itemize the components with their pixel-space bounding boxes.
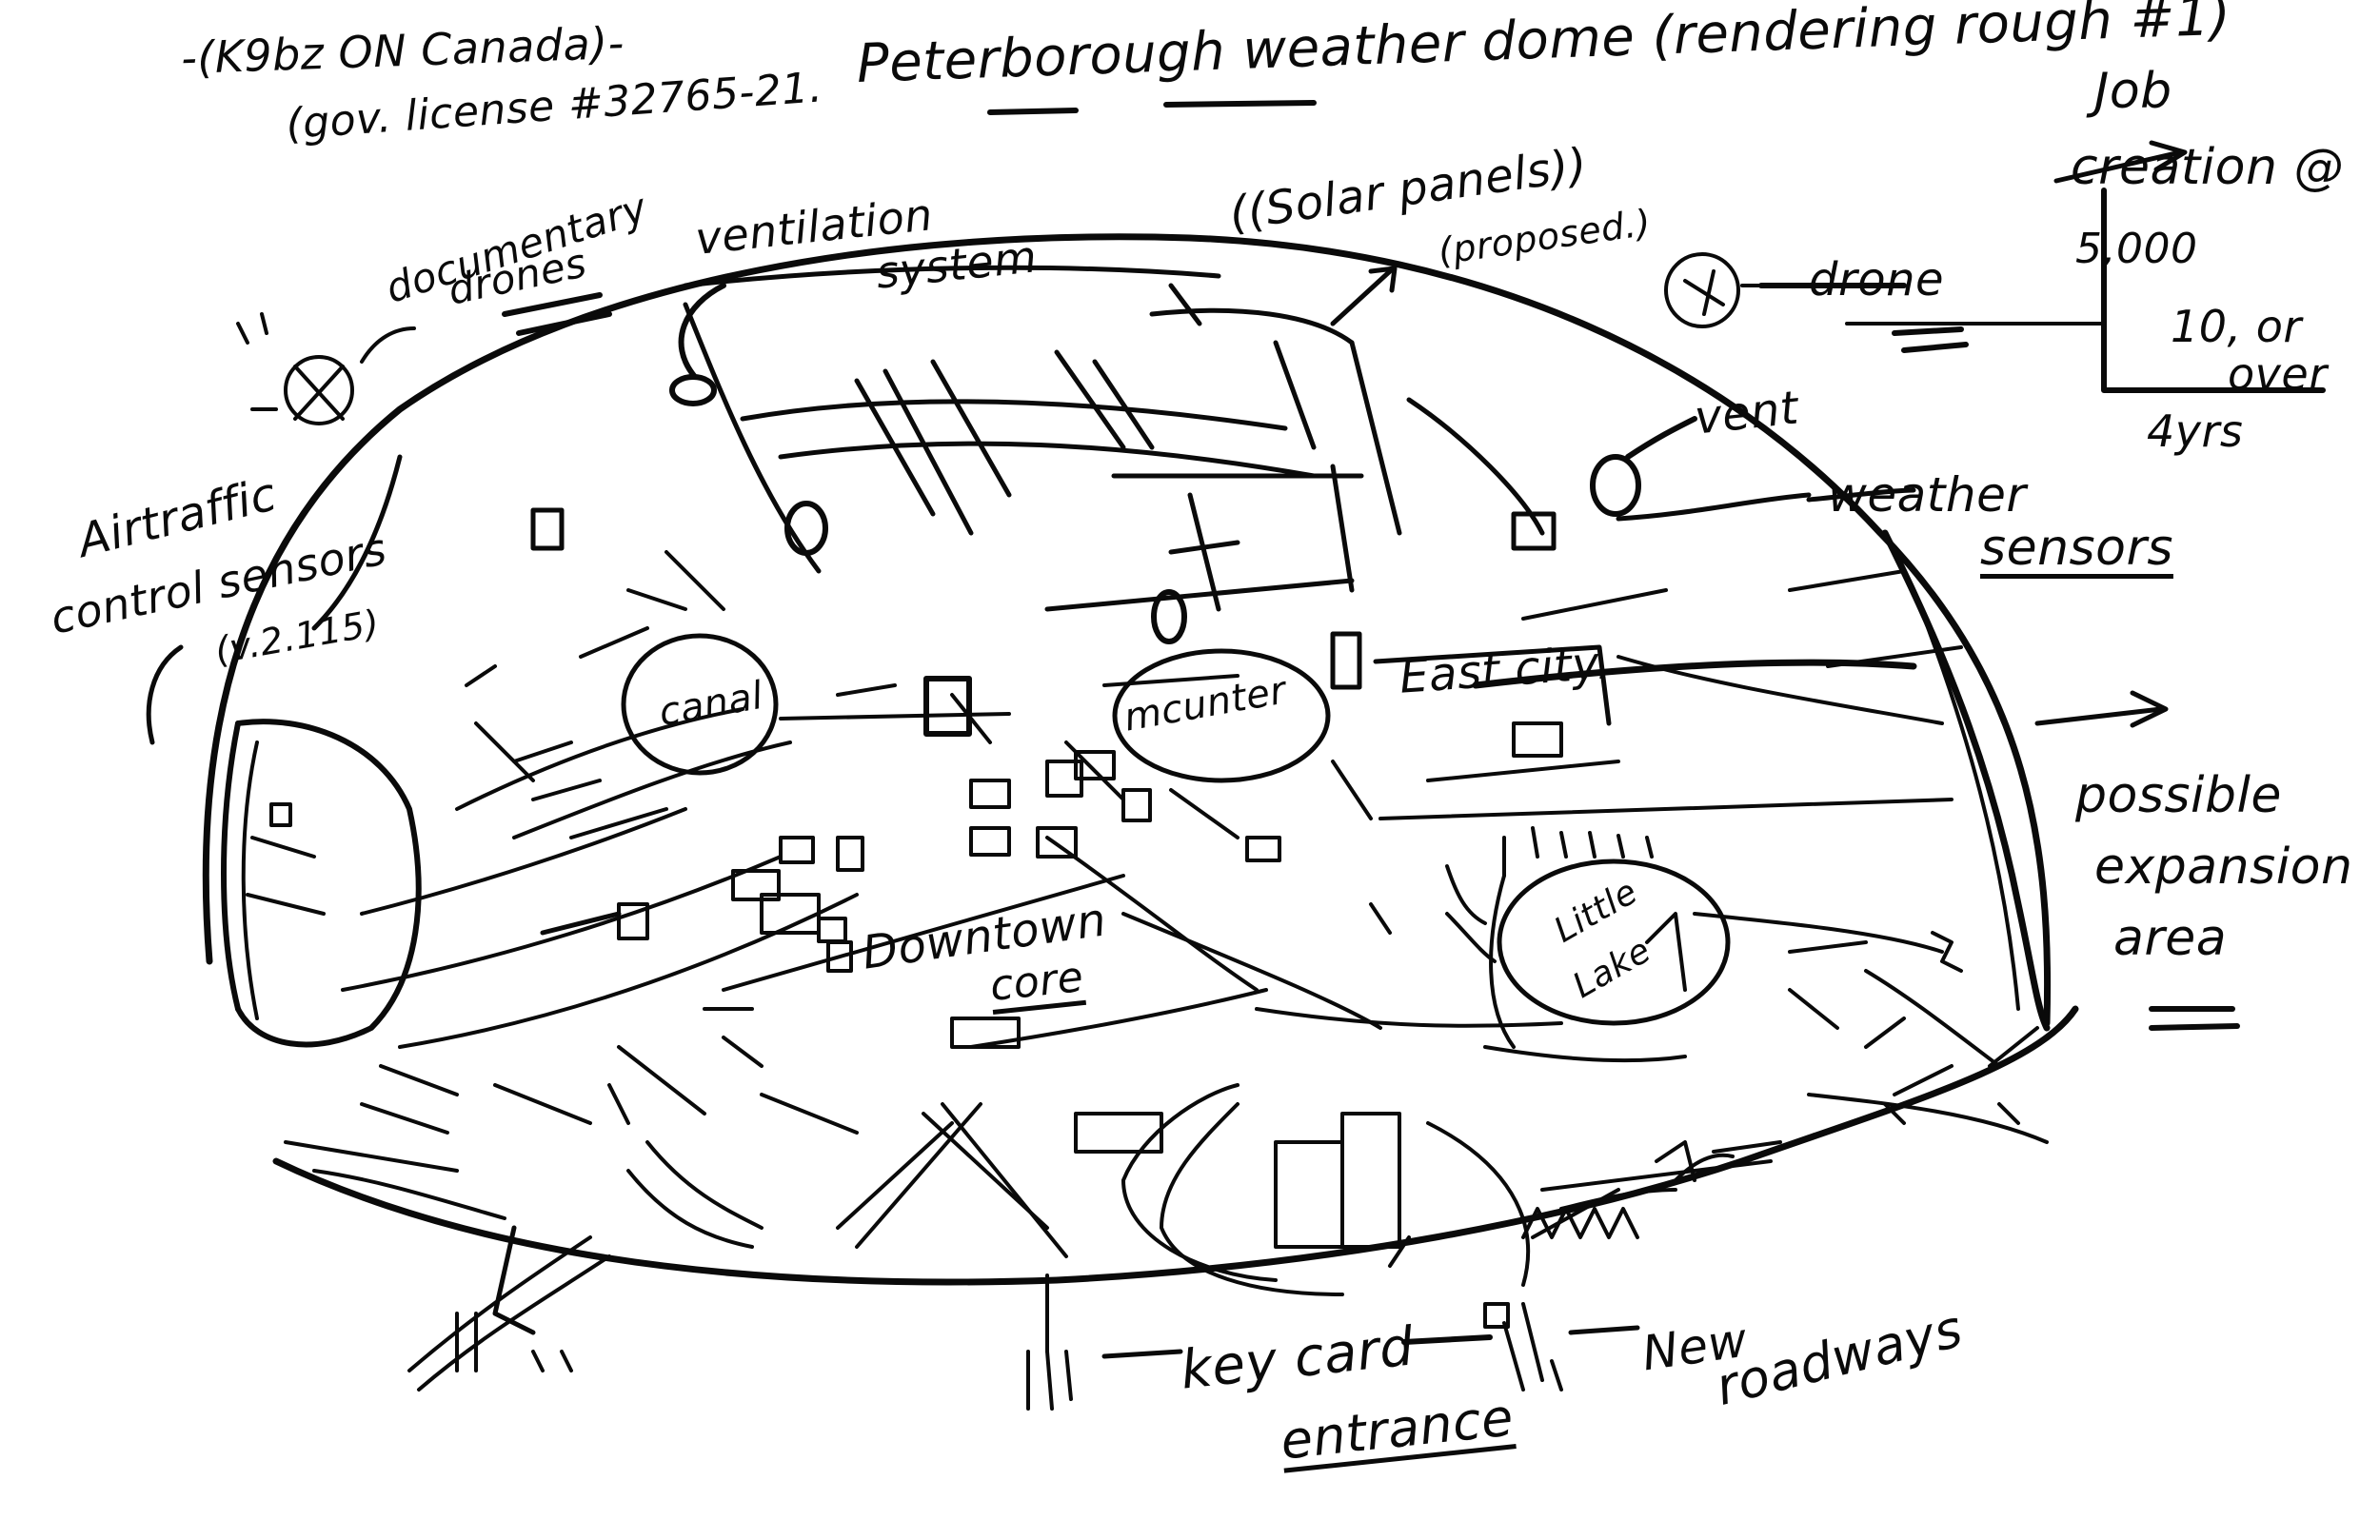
label-sensors: sensors: [1980, 520, 2173, 577]
scribbles: [1388, 931, 1963, 1268]
label-weather: weather: [1828, 467, 2027, 523]
label-core: core: [987, 953, 1086, 1011]
label-expansion: expansion: [2094, 839, 2353, 896]
job-line-2: creation @: [2071, 139, 2344, 196]
job-line-5: over: [2228, 348, 2328, 400]
label-drone: drone: [1809, 253, 1945, 306]
label-vent: vent: [1692, 381, 1801, 445]
annotation-lines: [146, 140, 2188, 1359]
label-east-city: East city.: [1398, 636, 1613, 704]
label-area: area: [2113, 910, 2228, 967]
solar-panel-grid: [683, 265, 1545, 612]
job-line-4: 10, or: [2171, 301, 2302, 352]
drone-icons: [236, 252, 1792, 425]
label-possible: possible: [2075, 767, 2282, 824]
vent-markers: [669, 283, 1697, 644]
job-line-6: 4yrs: [2147, 405, 2244, 457]
underlines: [502, 100, 2326, 1345]
district-circles: [621, 633, 1731, 1026]
job-line-1: Job: [2094, 63, 2172, 120]
city-streets: [284, 507, 2049, 1411]
left-tunnel: [221, 719, 422, 1048]
job-line-3: 5,000: [2075, 225, 2198, 273]
